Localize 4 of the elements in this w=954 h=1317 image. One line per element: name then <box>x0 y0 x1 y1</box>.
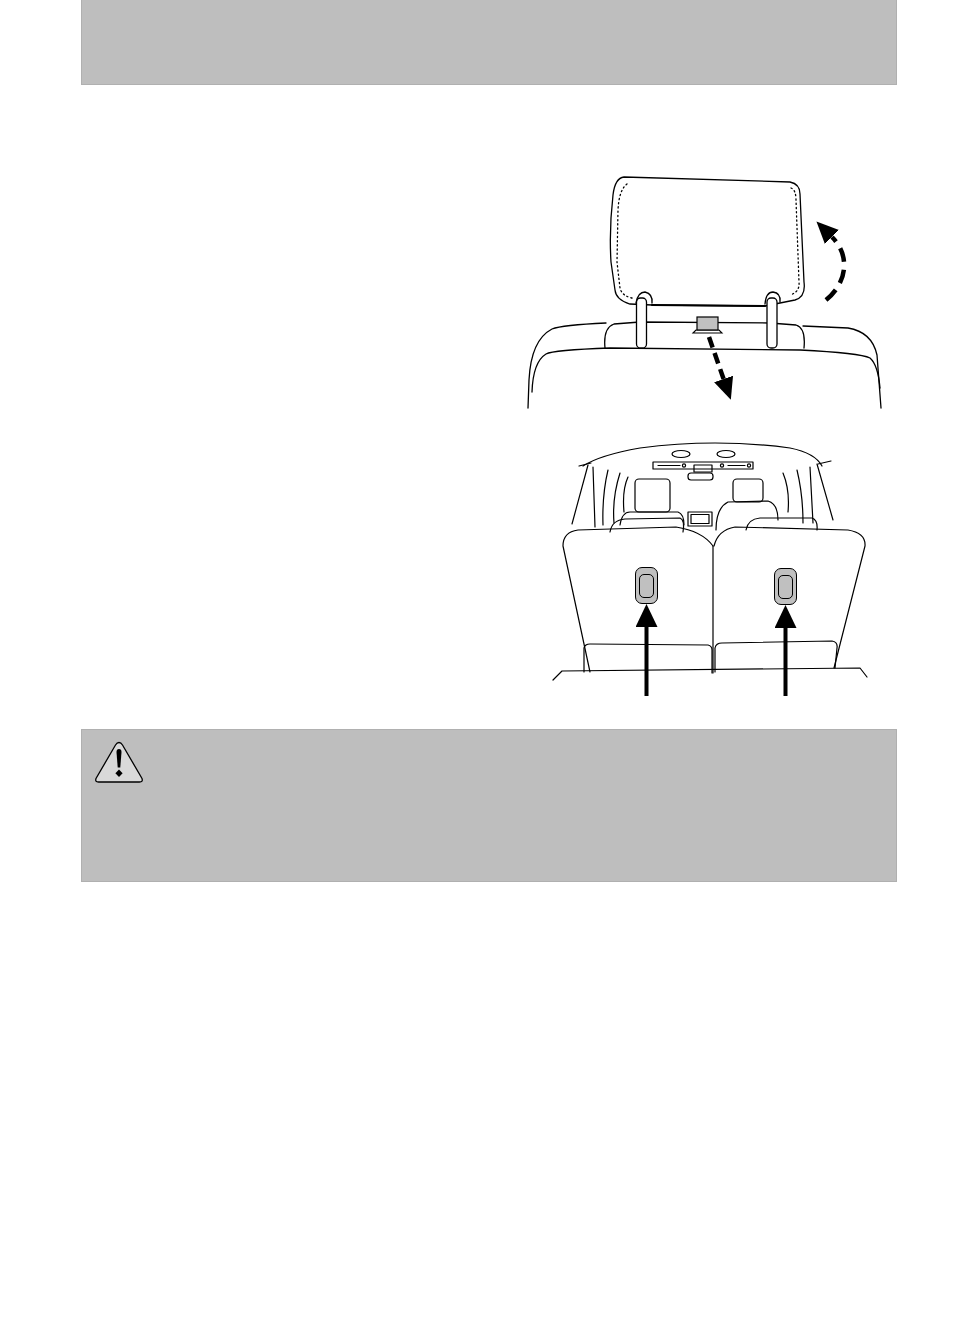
release-handle <box>635 567 658 604</box>
release-handle <box>774 568 797 605</box>
arrow <box>774 605 797 696</box>
arrow <box>635 604 658 696</box>
